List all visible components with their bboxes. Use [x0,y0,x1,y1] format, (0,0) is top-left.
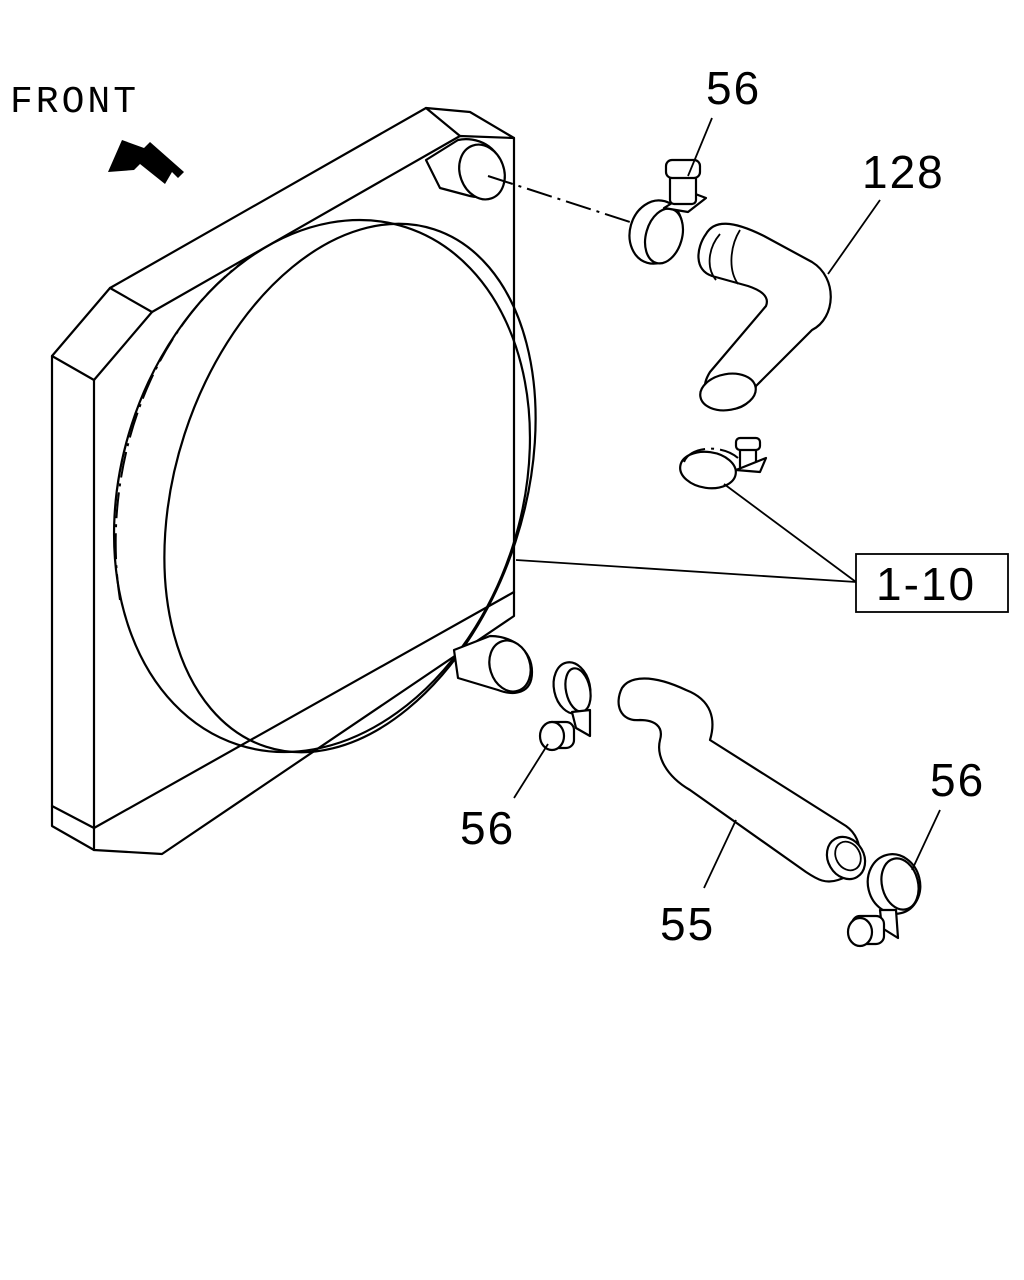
arrow-up-left-icon [108,140,184,184]
leader-55 [703,819,737,889]
callout-56-lower-right: 56 [930,754,985,806]
callout-56-lower-left: 56 [460,802,515,854]
clamp-56-lower-left [538,661,592,752]
callout-55: 55 [660,898,715,950]
clamp-56-lower-right [846,853,922,948]
leader-1-10-radiator [515,559,857,583]
clamp-small-middle [679,436,768,490]
front-label: FRONT [10,81,139,124]
leader-1-10-clamp [723,483,857,583]
hose-128-upper [697,222,832,412]
leader-128 [827,199,881,275]
radiator-shroud [50,106,537,856]
callout-128: 128 [862,146,945,198]
hose-55-lower [617,677,867,883]
leader-56-lower-right [911,809,941,871]
leader-56-lower-left [513,743,549,799]
leader-56-top [687,117,713,177]
clamp-56-upper [628,158,708,265]
callout-1-10: 1-10 [876,558,976,610]
assembly-line-upper [487,175,631,223]
reference-box [855,553,1009,613]
callout-56-top: 56 [706,62,761,114]
